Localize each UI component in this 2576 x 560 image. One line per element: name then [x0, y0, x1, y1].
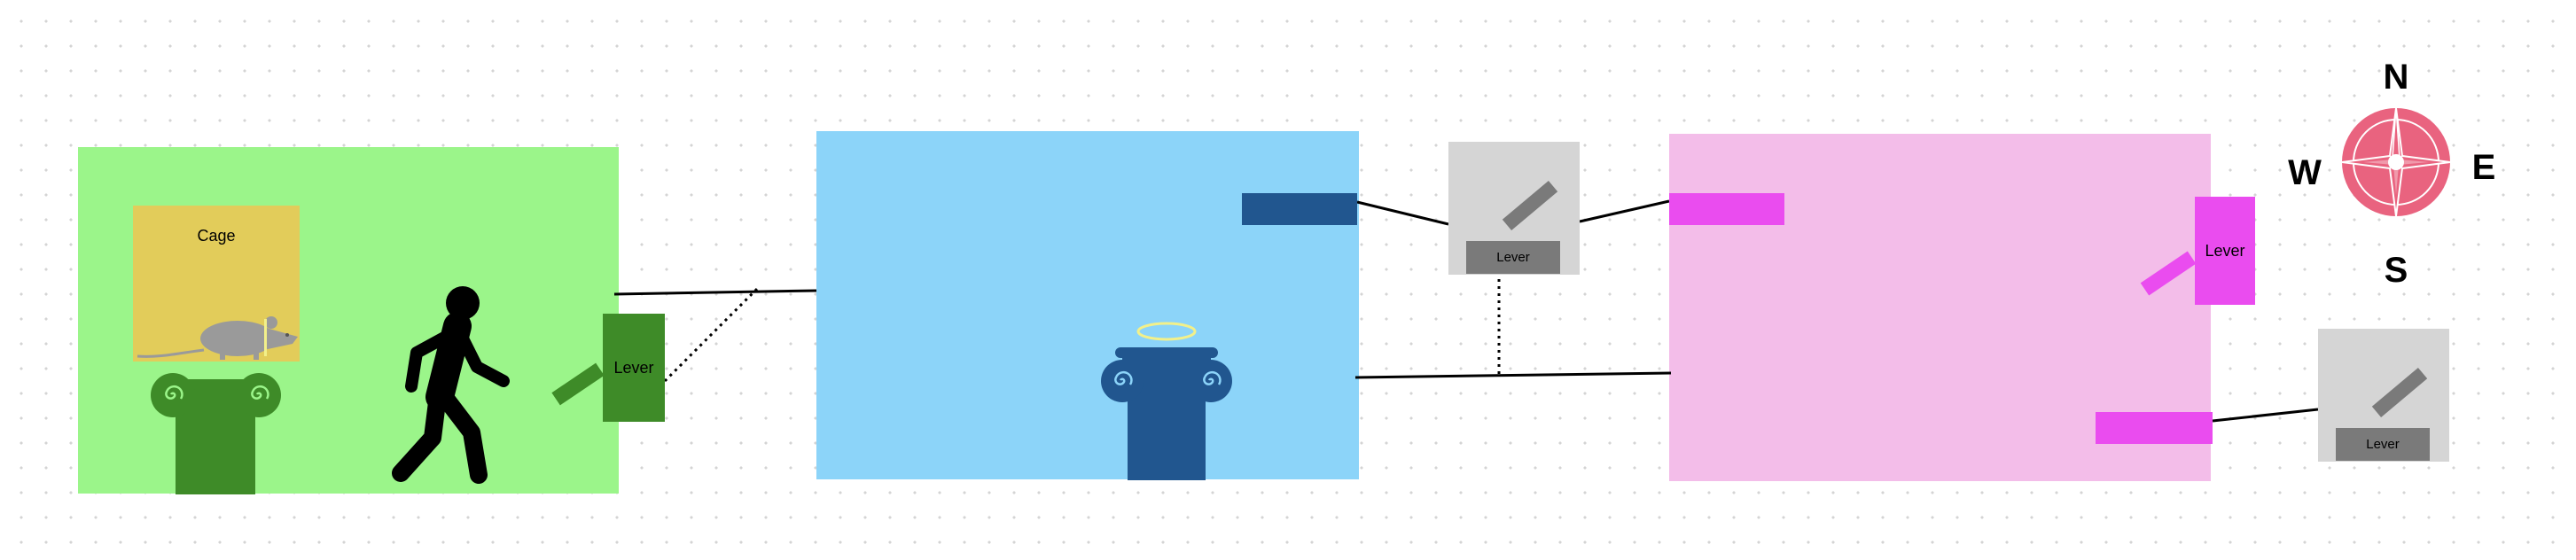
switch-bottom-handle[interactable] — [2371, 368, 2428, 417]
green-lever[interactable]: Lever — [603, 314, 665, 422]
compass-north: N — [2383, 57, 2409, 97]
switch-bottom-label: Lever — [2366, 437, 2400, 452]
switch-top-handle[interactable] — [1502, 181, 1558, 230]
connection-blue-pink — [1354, 371, 1672, 379]
compass-south: S — [2384, 250, 2408, 290]
dotted-connection-lever-blue — [663, 284, 761, 383]
compass-west: W — [2288, 152, 2322, 192]
blue-room — [816, 131, 1359, 479]
pink-room-door-bottom[interactable] — [2096, 412, 2213, 444]
connection-pink-door-switch — [2212, 408, 2319, 423]
switch-bottom[interactable]: Lever — [2318, 329, 2449, 462]
green-lever-label: Lever — [613, 358, 654, 377]
compass-rose-icon — [2341, 107, 2451, 217]
switch-top-label: Lever — [1496, 250, 1530, 265]
connection-blue-door-switch — [1356, 200, 1449, 226]
blue-column — [1101, 322, 1232, 480]
rat-icon — [137, 316, 298, 360]
green-column — [151, 373, 281, 494]
switch-top[interactable]: Lever — [1448, 142, 1580, 275]
blue-room-door[interactable] — [1242, 193, 1357, 225]
connection-switch-pink-door — [1579, 199, 1670, 223]
switch-bottom-base[interactable]: Lever — [2336, 428, 2430, 461]
person-walking-icon — [392, 286, 510, 484]
compass-east: E — [2471, 147, 2496, 187]
pink-lever[interactable]: Lever — [2195, 197, 2255, 305]
connection-green-blue — [613, 289, 817, 296]
cage-label: Cage — [197, 226, 236, 245]
switch-top-base[interactable]: Lever — [1466, 241, 1560, 274]
pink-room-door-left[interactable] — [1669, 193, 1784, 225]
pink-lever-label: Lever — [2205, 241, 2245, 260]
